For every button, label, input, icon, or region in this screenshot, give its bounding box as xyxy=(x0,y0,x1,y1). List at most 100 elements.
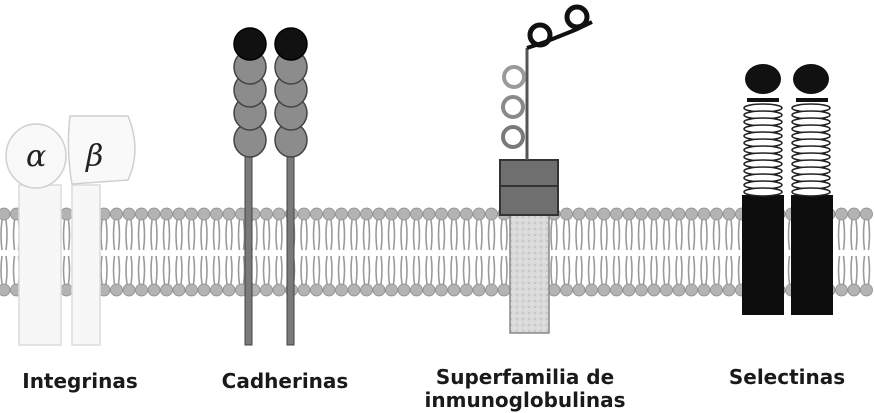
lipid-tail xyxy=(501,256,507,284)
lipid-tail xyxy=(564,256,570,284)
lipid-tail xyxy=(189,220,195,250)
lipid-head xyxy=(273,284,285,296)
lipid-tail xyxy=(864,220,870,250)
lipid-tail xyxy=(601,256,607,284)
lipid-head xyxy=(711,208,723,220)
lipid-head xyxy=(123,208,135,220)
lipid-tail xyxy=(264,256,270,284)
lipid-tail xyxy=(614,256,620,284)
lipid-tail xyxy=(126,256,132,284)
lipid-tail xyxy=(714,220,720,250)
lipid-head xyxy=(586,284,598,296)
lipid-tail xyxy=(576,220,582,250)
lipid-tail xyxy=(439,256,445,284)
lipid-head xyxy=(111,284,123,296)
lipid-head xyxy=(686,284,698,296)
lipid-head xyxy=(148,284,160,296)
lipid-tail xyxy=(401,220,407,250)
lipid-head xyxy=(636,284,648,296)
lipid-head xyxy=(598,208,610,220)
ig-domain-loop xyxy=(503,97,523,117)
lipid-tail xyxy=(414,220,420,250)
lipid-tail xyxy=(239,220,245,250)
lipid-tail xyxy=(676,256,682,284)
lipid-head xyxy=(211,208,223,220)
lipid-head xyxy=(0,284,10,296)
lipid-tail xyxy=(426,220,432,250)
cadherin-receptor xyxy=(234,28,307,345)
lipid-tail xyxy=(214,256,220,284)
lipid-tail xyxy=(114,220,120,250)
lipid-head xyxy=(486,284,498,296)
lipid-tail xyxy=(839,256,845,284)
lipid-tail xyxy=(726,220,732,250)
lipid-tail xyxy=(564,220,570,250)
label-cadherins: Cadherinas xyxy=(205,370,365,392)
lipid-head xyxy=(0,208,10,220)
lipid-tail xyxy=(489,256,495,284)
lipid-tail xyxy=(839,220,845,250)
lipid-head xyxy=(548,284,560,296)
lipid-tail xyxy=(126,220,132,250)
lipid-tail xyxy=(489,220,495,250)
lipid-head xyxy=(223,284,235,296)
lipid-tail xyxy=(439,220,445,250)
label-igsf-line2: inmunoglobulinas xyxy=(410,389,640,411)
lipid-head xyxy=(436,208,448,220)
lipid-head xyxy=(448,284,460,296)
lipid-tail xyxy=(851,256,857,284)
selectin-molecule-left xyxy=(742,64,784,315)
lipid-tail xyxy=(701,256,707,284)
lipid-head xyxy=(198,284,210,296)
lipid-tail xyxy=(101,220,107,250)
lipid-tail xyxy=(501,220,507,250)
lipid-head xyxy=(161,208,173,220)
lipid-head xyxy=(836,284,848,296)
lipid-tail xyxy=(314,220,320,250)
lipid-head xyxy=(336,208,348,220)
lipid-tail xyxy=(214,220,220,250)
lipid-head xyxy=(473,208,485,220)
lipid-tail xyxy=(339,256,345,284)
lipid-tail xyxy=(276,256,282,284)
lipid-head xyxy=(611,284,623,296)
lipid-head xyxy=(323,284,335,296)
lipid-head xyxy=(148,208,160,220)
lipid-head xyxy=(461,284,473,296)
lipid-tail xyxy=(139,220,145,250)
lipid-head xyxy=(423,208,435,220)
lipid-head xyxy=(448,208,460,220)
lipid-tail xyxy=(64,220,70,250)
lipid-head xyxy=(298,208,310,220)
ig-cytoplasmic-domain xyxy=(510,215,549,333)
lipid-tail xyxy=(276,220,282,250)
lipid-head xyxy=(598,284,610,296)
lipid-head xyxy=(323,208,335,220)
lipid-tail xyxy=(301,256,307,284)
lipid-head xyxy=(436,284,448,296)
integrin-receptor: α β xyxy=(6,116,135,345)
lipid-tail xyxy=(576,256,582,284)
lipid-head xyxy=(198,208,210,220)
lipid-tail xyxy=(464,220,470,250)
label-igsf-line1: Superfamilia de xyxy=(410,366,640,388)
lipid-head xyxy=(836,208,848,220)
selectin-repeat-coil xyxy=(792,188,830,196)
lipid-head xyxy=(723,208,735,220)
lipid-head xyxy=(723,284,735,296)
lipid-tail xyxy=(614,220,620,250)
lipid-tail xyxy=(189,256,195,284)
lipid-tail xyxy=(139,256,145,284)
lipid-tail xyxy=(314,256,320,284)
lipid-tail xyxy=(176,256,182,284)
lipid-head xyxy=(611,208,623,220)
ig-transmembrane-box xyxy=(500,160,558,215)
lipid-head xyxy=(336,284,348,296)
lipid-head xyxy=(211,284,223,296)
label-integrins: Integrinas xyxy=(5,370,155,392)
lipid-tail xyxy=(639,220,645,250)
lipid-head xyxy=(573,284,585,296)
lipid-head xyxy=(623,208,635,220)
lipid-head xyxy=(223,208,235,220)
lipid-head xyxy=(861,208,873,220)
